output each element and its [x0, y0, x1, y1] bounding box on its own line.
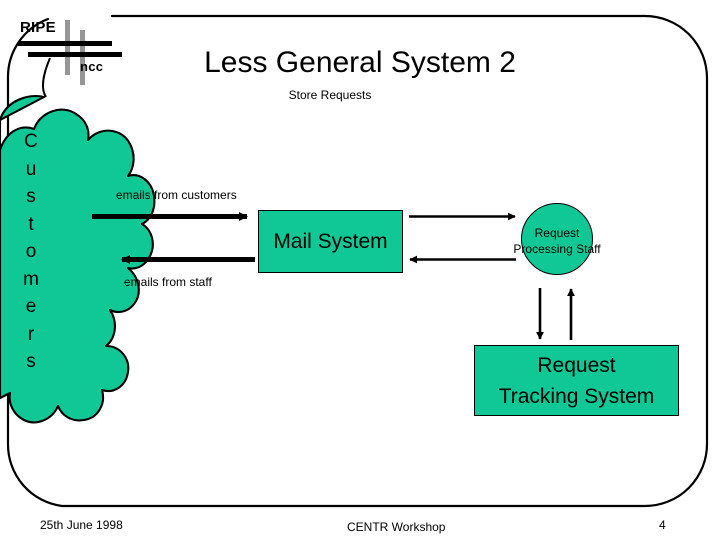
flow-label-emails-from-customers: emails from customers — [116, 188, 237, 202]
customers-cloud-shape — [0, 95, 156, 424]
cloud-letter-8: s — [26, 351, 36, 372]
logo-vertical-bar-right — [80, 30, 85, 85]
rts-label-line2: Tracking System — [498, 385, 655, 408]
logo-text-ncc: ncc — [80, 59, 104, 74]
rps-label-line1: Request — [534, 226, 580, 240]
node-mail-system-label: Mail System — [273, 230, 388, 253]
cloud-letter-7: r — [27, 323, 35, 345]
cloud-letter-2: s — [26, 186, 36, 207]
customers-cloud-label: C u s t o m e r s — [16, 128, 46, 376]
page-subtitle: Store Requests — [288, 88, 372, 102]
node-mail-system: Mail System — [258, 210, 403, 273]
node-request-processing-staff-label: Request Processing Staff — [487, 225, 627, 257]
rps-label-line2: Processing Staff — [513, 242, 601, 256]
footer-page-number: 4 — [659, 518, 666, 532]
logo-horizontal-bar-top — [18, 41, 112, 46]
cloud-letter-0: C — [24, 131, 38, 152]
page-title: Less General System 2 — [204, 46, 516, 79]
cloud-letter-1: u — [25, 158, 37, 180]
node-request-tracking-system-label: Request Tracking System — [459, 350, 694, 412]
logo-text-ripe: RIPE — [20, 19, 56, 36]
cloud-letter-4: o — [25, 241, 37, 262]
footer-date: 25th June 1998 — [40, 518, 123, 532]
ripe-ncc-logo: RIPE ncc — [18, 20, 136, 92]
cloud-letter-5: m — [23, 268, 39, 290]
flow-label-emails-from-staff: emails from staff — [124, 275, 212, 289]
footer-event: CENTR Workshop — [347, 520, 446, 534]
cloud-letter-6: e — [25, 296, 37, 317]
cloud-letter-3: t — [28, 213, 34, 235]
logo-horizontal-bar-bottom — [28, 52, 122, 57]
node-request-tracking-system — [474, 345, 679, 416]
rts-label-line1: Request — [537, 354, 616, 377]
node-request-processing-staff — [521, 203, 593, 275]
logo-vertical-bar-left — [65, 20, 70, 75]
